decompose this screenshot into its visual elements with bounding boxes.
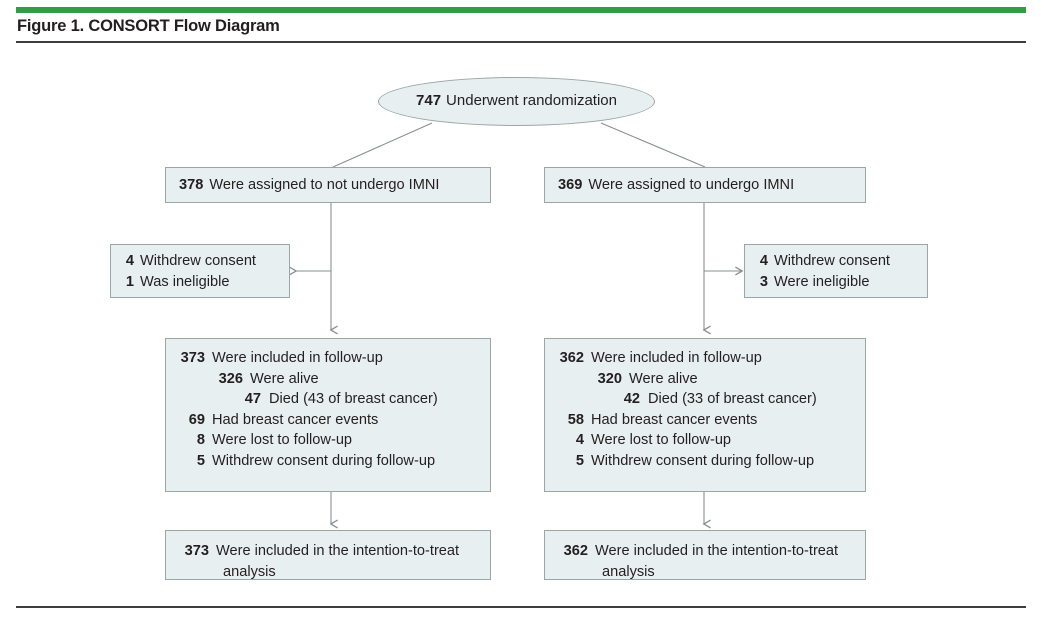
followup-control-text: Were alive (250, 370, 319, 387)
connector-randomization-to-imni (600, 122, 706, 168)
followup-imni-count: 4 (575, 432, 584, 448)
followup-control-text: Were lost to follow-up (212, 432, 353, 448)
excluded-control-count: 4 (125, 253, 134, 269)
excluded-imni-line: 4 Withdrew consent (757, 251, 917, 272)
assigned-control-line: 378 Were assigned to not undergo IMNI (179, 175, 439, 196)
node-followup-imni: 362 Were included in follow-up 320 Were al… (544, 338, 866, 492)
followup-control-text: Withdrew consent during follow-up (212, 452, 436, 469)
followup-imni-text: Were alive (629, 370, 698, 387)
itt-control-line: 373 Were included in the intention-to-tre… (178, 541, 493, 582)
followup-control-line: 47 Died (43 of breast cancer) (174, 389, 480, 410)
followup-imni-text: Were included in follow-up (591, 350, 762, 366)
itt-imni-count: 362 (563, 543, 588, 559)
followup-imni-count: 362 (559, 350, 584, 366)
followup-imni-line: 42 Died (33 of breast cancer) (553, 389, 855, 410)
followup-imni-line: 58 Had breast cancer events (553, 410, 855, 431)
assigned-imni-line: 369 Were assigned to undergo IMNI (558, 175, 794, 196)
followup-control-text: Were included in follow-up (212, 350, 383, 366)
node-itt-imni: 362 Were included in the intention-to-tre… (544, 530, 866, 580)
followup-imni-text: Had breast cancer events (591, 411, 758, 428)
assigned-control-count: 378 (179, 176, 204, 193)
divider-rule-top (16, 41, 1026, 43)
followup-control-count: 373 (180, 350, 205, 366)
assigned-imni-count: 369 (558, 176, 583, 193)
excluded-control-line: 4 Withdrew consent (123, 251, 279, 272)
followup-imni-text: Died (33 of breast cancer) (648, 391, 817, 407)
figure-title: Figure 1. CONSORT Flow Diagram (17, 17, 280, 35)
followup-control-count: 5 (196, 452, 205, 469)
followup-control-line: 69 Had breast cancer events (174, 410, 480, 431)
node-assigned-control: 378 Were assigned to not undergo IMNI (165, 167, 491, 203)
followup-control-text: Had breast cancer events (212, 411, 379, 428)
node-excluded-imni: 4 Withdrew consent 3 Were ineligible (744, 244, 928, 298)
randomization-count: 747 (416, 92, 442, 110)
accent-rule-top (16, 7, 1026, 13)
excluded-imni-line: 3 Were ineligible (757, 272, 917, 293)
itt-control-count: 373 (184, 543, 209, 559)
followup-control-count: 47 (244, 391, 261, 407)
followup-control-line: 373 Were included in follow-up (174, 348, 480, 369)
followup-imni-line: 5 Withdrew consent during follow-up (553, 451, 855, 472)
excluded-control-count: 1 (125, 273, 134, 290)
followup-imni-line: 362 Were included in follow-up (553, 348, 855, 369)
followup-imni-line: 4 Were lost to follow-up (553, 430, 855, 451)
assigned-imni-text: Were assigned to undergo IMNI (588, 176, 795, 193)
node-followup-control: 373 Were included in follow-up 326 Were al… (165, 338, 491, 492)
followup-imni-text: Withdrew consent during follow-up (591, 452, 815, 469)
node-itt-control: 373 Were included in the intention-to-tre… (165, 530, 491, 580)
itt-control-text: Were included in the intention-to-treat … (216, 543, 460, 580)
followup-imni-count: 5 (575, 452, 584, 469)
followup-control-count: 69 (188, 411, 205, 428)
followup-imni-count: 42 (623, 391, 640, 407)
followup-control-line: 326 Were alive (174, 369, 480, 390)
excluded-control-text: Withdrew consent (140, 253, 256, 269)
connector-randomization-to-control (332, 122, 433, 168)
node-excluded-control: 4 Withdrew consent 1 Was ineligible (110, 244, 290, 298)
followup-imni-count: 58 (567, 411, 584, 428)
followup-imni-line: 320 Were alive (553, 369, 855, 390)
followup-control-line: 8 Were lost to follow-up (174, 430, 480, 451)
followup-control-count: 8 (196, 432, 205, 448)
followup-imni-count: 320 (597, 370, 622, 387)
node-assigned-imni: 369 Were assigned to undergo IMNI (544, 167, 866, 203)
excluded-imni-count: 3 (759, 273, 768, 290)
randomization-text: Underwent randomization (446, 92, 617, 110)
excluded-imni-text: Were ineligible (774, 273, 870, 290)
divider-rule-bottom (16, 606, 1026, 608)
excluded-control-text: Was ineligible (140, 273, 230, 290)
followup-control-count: 326 (218, 370, 243, 387)
assigned-control-text: Were assigned to not undergo IMNI (209, 176, 440, 193)
followup-control-line: 5 Withdrew consent during follow-up (174, 451, 480, 472)
excluded-imni-count: 4 (759, 253, 768, 269)
excluded-imni-text: Withdrew consent (774, 253, 890, 269)
itt-imni-text: Were included in the intention-to-treat … (595, 543, 839, 580)
followup-imni-text: Were lost to follow-up (591, 432, 732, 448)
followup-control-text: Died (43 of breast cancer) (269, 391, 438, 407)
itt-imni-line: 362 Were included in the intention-to-tre… (557, 541, 872, 582)
excluded-control-line: 1 Was ineligible (123, 272, 279, 293)
